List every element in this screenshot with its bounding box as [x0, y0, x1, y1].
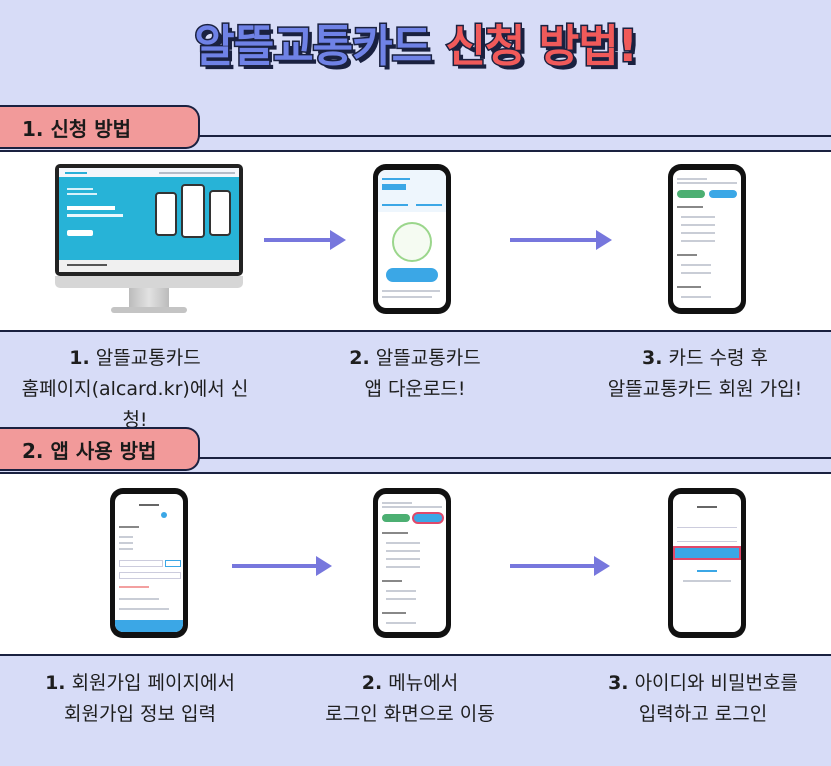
section2-header: 2. 앱 사용 방법 — [0, 427, 831, 471]
section1-header: 1. 신청 방법 — [0, 105, 831, 149]
phone-illustration — [668, 164, 746, 314]
signup-form-screen — [115, 494, 183, 632]
section2-tag: 2. 앱 사용 방법 — [0, 427, 200, 471]
section1-tag: 1. 신청 방법 — [0, 105, 200, 149]
website-screenshot — [55, 164, 243, 276]
section1-divider — [198, 135, 831, 137]
step2-2-caption: 2. 메뉴에서 로그인 화면으로 이동 — [325, 672, 495, 725]
title-part1: 알뜰교통카드 — [193, 20, 434, 74]
arrow-right-icon — [232, 556, 332, 576]
phone-illustration — [373, 488, 451, 638]
title-part2: 신청 방법! — [444, 20, 639, 74]
step1-1-caption: 1. 알뜰교통카드 홈페이지(alcard.kr)에서 신청! — [21, 347, 249, 431]
phone-illustration — [373, 164, 451, 314]
section1-panel — [0, 150, 831, 332]
phone-illustration — [668, 488, 746, 638]
step2-3-caption: 3. 아이디와 비밀번호를 입력하고 로그인 — [608, 672, 798, 725]
step1-3-caption: 3. 카드 수령 후 알뜰교통카드 회원 가입! — [607, 347, 803, 400]
section2-panel — [0, 472, 831, 656]
app-menu-screen — [673, 170, 741, 308]
arrow-right-icon — [264, 230, 346, 250]
app-home-screen — [378, 170, 446, 308]
login-screen — [673, 494, 741, 632]
step1-2-caption: 2. 알뜰교통카드 앱 다운로드! — [349, 347, 481, 400]
arrow-right-icon — [510, 230, 612, 250]
arrow-right-icon — [510, 556, 610, 576]
section2-divider — [198, 457, 831, 459]
step2-1-caption: 1. 회원가입 페이지에서 회원가입 정보 입력 — [45, 672, 235, 725]
page-title: 알뜰교통카드 신청 방법! — [0, 10, 831, 74]
phone-illustration — [110, 488, 188, 638]
app-menu-screen — [378, 494, 446, 632]
